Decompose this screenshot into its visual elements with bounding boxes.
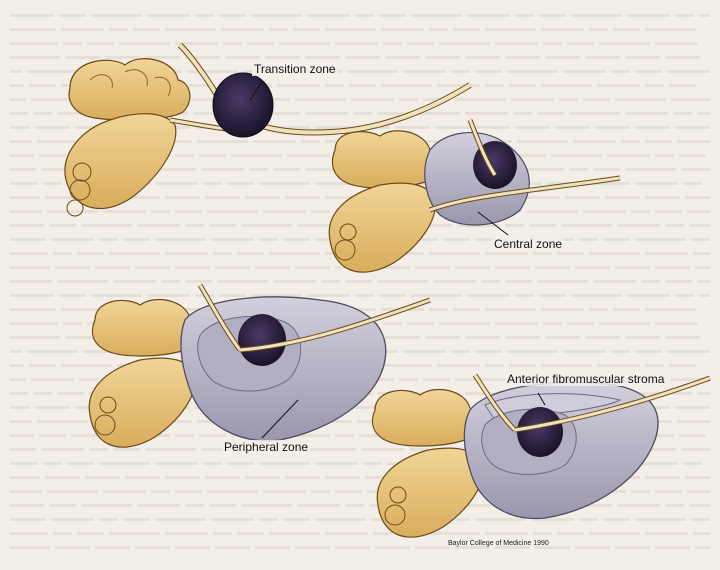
seminal-vesicle <box>332 131 437 188</box>
label-peripheral-zone: Peripheral zone <box>222 440 310 454</box>
seminal-vesicle <box>69 59 190 120</box>
vas-deferens-coil <box>329 183 435 272</box>
vas-deferens-coil <box>89 358 195 447</box>
panel-central-zone <box>329 120 620 272</box>
label-anterior-fibromuscular-stroma: Anterior fibromuscular stroma <box>505 372 666 386</box>
label-transition-zone: Transition zone <box>252 62 338 76</box>
image-credit: Baylor College of Medicine 1990 <box>448 540 549 547</box>
label-central-zone: Central zone <box>492 237 564 251</box>
seminal-vesicle <box>372 389 477 446</box>
vas-deferens-coil <box>65 114 176 209</box>
transition-zone-organ <box>213 73 273 137</box>
panel-anterior-fibromuscular-stroma <box>372 375 710 537</box>
